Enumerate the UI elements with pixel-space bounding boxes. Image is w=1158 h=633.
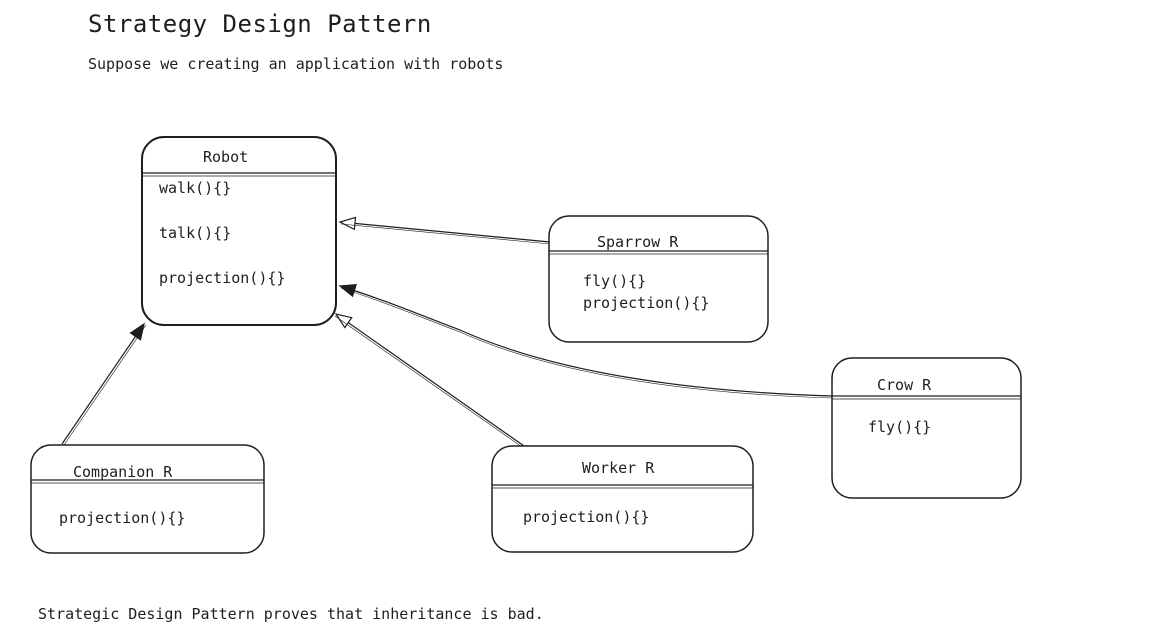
method-crow-fly: fly(){}: [868, 418, 931, 436]
class-name-worker: Worker R: [582, 459, 655, 477]
method-robot-projection: projection(){}: [159, 269, 285, 287]
class-worker: Worker R projection(){}: [491, 445, 754, 553]
method-robot-walk: walk(){}: [159, 179, 231, 197]
class-name-robot: Robot: [203, 148, 248, 166]
method-worker-projection: projection(){}: [523, 508, 649, 526]
class-sparrow: Sparrow R fly(){} projection(){}: [548, 215, 769, 343]
page-title: Strategy Design Pattern: [88, 10, 432, 38]
class-companion: Companion R projection(){}: [30, 444, 265, 554]
method-sparrow-projection: projection(){}: [583, 294, 709, 312]
inheritance-arrows: [61, 216, 833, 448]
arrow-crow-to-robot: [338, 284, 833, 397]
class-name-crow: Crow R: [877, 376, 932, 394]
arrow-companion-to-robot: [61, 322, 145, 445]
class-name-companion: Companion R: [73, 463, 173, 481]
arrow-sparrow-to-robot: [338, 216, 551, 243]
class-robot: Robot walk(){} talk(){} projection(){}: [141, 136, 337, 326]
method-robot-talk: talk(){}: [159, 224, 231, 242]
method-sparrow-fly: fly(){}: [583, 272, 646, 290]
method-companion-projection: projection(){}: [59, 509, 185, 527]
class-crow: Crow R fly(){}: [831, 357, 1022, 499]
class-diagram: Robot walk(){} talk(){} projection(){} S…: [30, 136, 1022, 554]
footer-note: Strategic Design Pattern proves that inh…: [38, 605, 544, 623]
page-subtitle: Suppose we creating an application with …: [88, 55, 504, 73]
class-name-sparrow: Sparrow R: [597, 233, 679, 251]
arrow-worker-to-robot: [334, 313, 525, 447]
